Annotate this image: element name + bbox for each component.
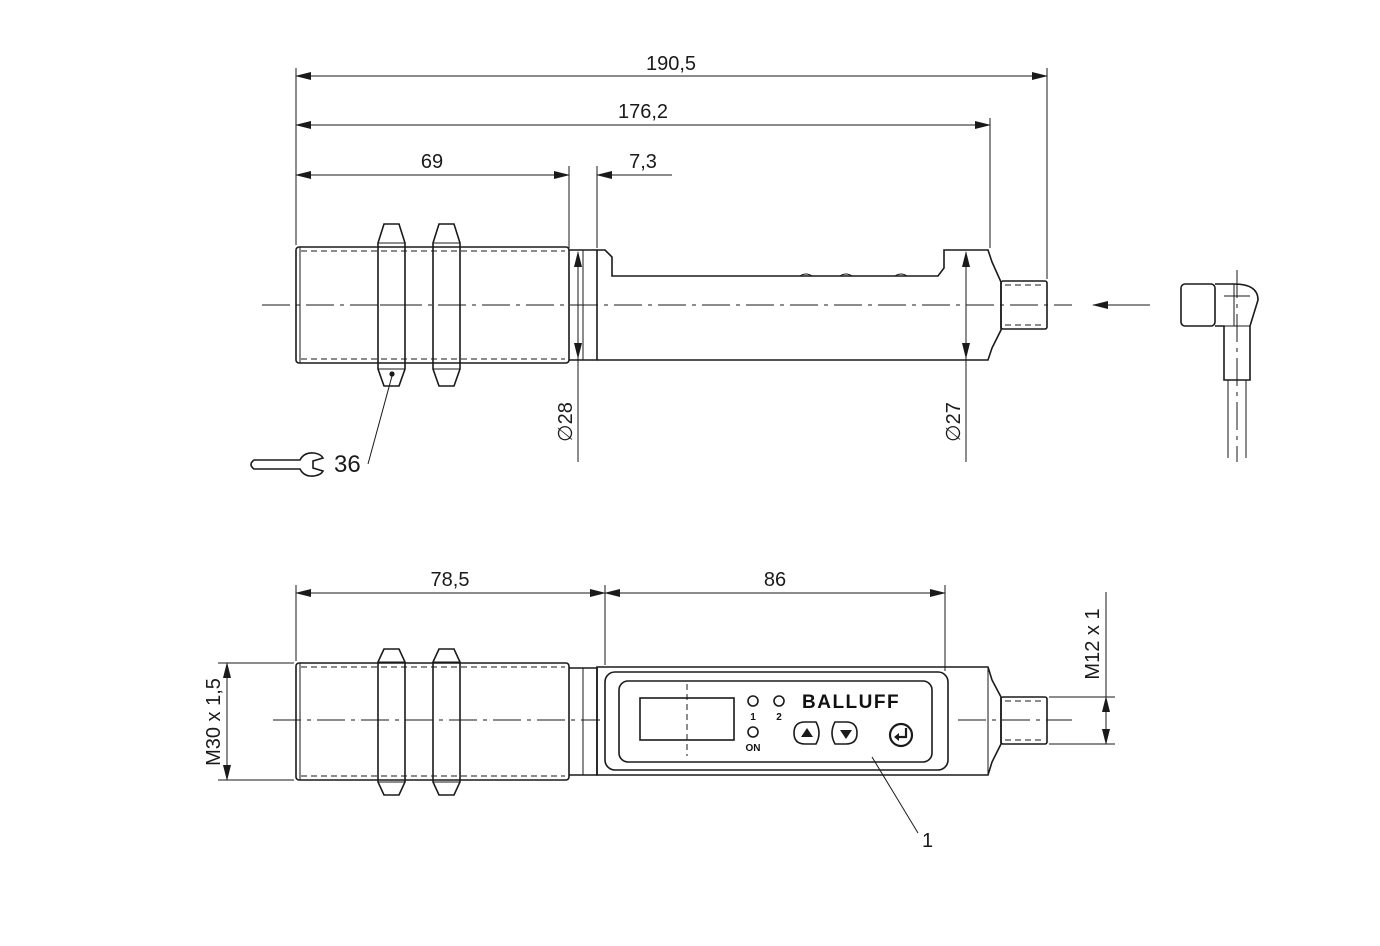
angled-cable-connector — [1180, 270, 1259, 462]
triangle-down-icon — [840, 730, 852, 739]
top-dimensions: 190,5 176,2 69 7,3 — [295, 53, 1048, 279]
front-rear-housing — [596, 666, 1002, 776]
dim-main-thread: M30 x 1,5 — [203, 678, 225, 766]
side-hex-nut-2 — [432, 223, 461, 387]
dim-body-length: 176,2 — [618, 101, 668, 123]
button-up[interactable] — [793, 721, 820, 745]
front-dimensions: 78,5 86 M30 x 1,5 M12 x 1 — [203, 569, 1115, 781]
front-hex-nut-2 — [432, 648, 461, 796]
led-1-indicator — [747, 695, 759, 707]
wrench-size-callout: 36 — [334, 451, 361, 478]
button-down[interactable] — [831, 721, 858, 745]
dim-collar-length: 7,3 — [629, 151, 657, 173]
dim-rear-section: 86 — [764, 569, 786, 591]
wrench-icon — [250, 452, 325, 477]
display-item-callout: 1 — [922, 830, 933, 852]
front-view: 1 2 ON BALLUFF 1 — [273, 648, 1072, 852]
led-2-label: 2 — [776, 712, 782, 723]
front-hex-nut-1 — [377, 648, 406, 796]
control-panel: 1 2 ON BALLUFF — [604, 671, 949, 771]
button-enter[interactable] — [888, 722, 914, 748]
dim-diameter-front: ∅28 — [555, 402, 577, 442]
dim-connector-thread: M12 x 1 — [1082, 608, 1104, 679]
led-on-indicator — [747, 726, 759, 738]
led-1-label: 1 — [750, 712, 756, 723]
led-on-label: ON — [746, 743, 761, 754]
dim-thread-length: 69 — [421, 151, 443, 173]
brand-logo: BALLUFF — [802, 692, 900, 713]
dim-diameter-rear: ∅27 — [943, 402, 965, 442]
enter-arrow-icon — [898, 728, 908, 739]
display-leader — [871, 756, 919, 834]
dim-front-section: 78,5 — [431, 569, 470, 591]
front-connector-m12 — [1000, 696, 1048, 745]
dim-overall-length: 190,5 — [646, 53, 696, 75]
triangle-up-icon — [801, 728, 813, 737]
side-hex-nut-1 — [377, 223, 406, 387]
side-rear-housing — [597, 249, 1002, 361]
side-connector-m12 — [1000, 280, 1048, 330]
nut-marker-dot — [389, 371, 395, 377]
led-2-indicator — [773, 695, 785, 707]
wrench-leader — [367, 375, 393, 465]
side-view: ∅28 ∅27 36 — [250, 223, 1259, 478]
